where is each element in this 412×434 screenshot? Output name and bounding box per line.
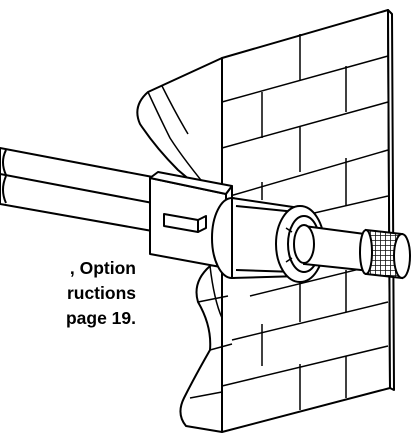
horizontal-pipes — [0, 146, 159, 234]
caption-line-1: , Option — [69, 258, 136, 278]
caption-line-3: page 19. — [65, 308, 136, 328]
reference-caption: , Option ructions page 19. — [0, 256, 136, 331]
mesh-cap — [359, 228, 411, 280]
caption-line-2: ructions — [66, 283, 136, 303]
